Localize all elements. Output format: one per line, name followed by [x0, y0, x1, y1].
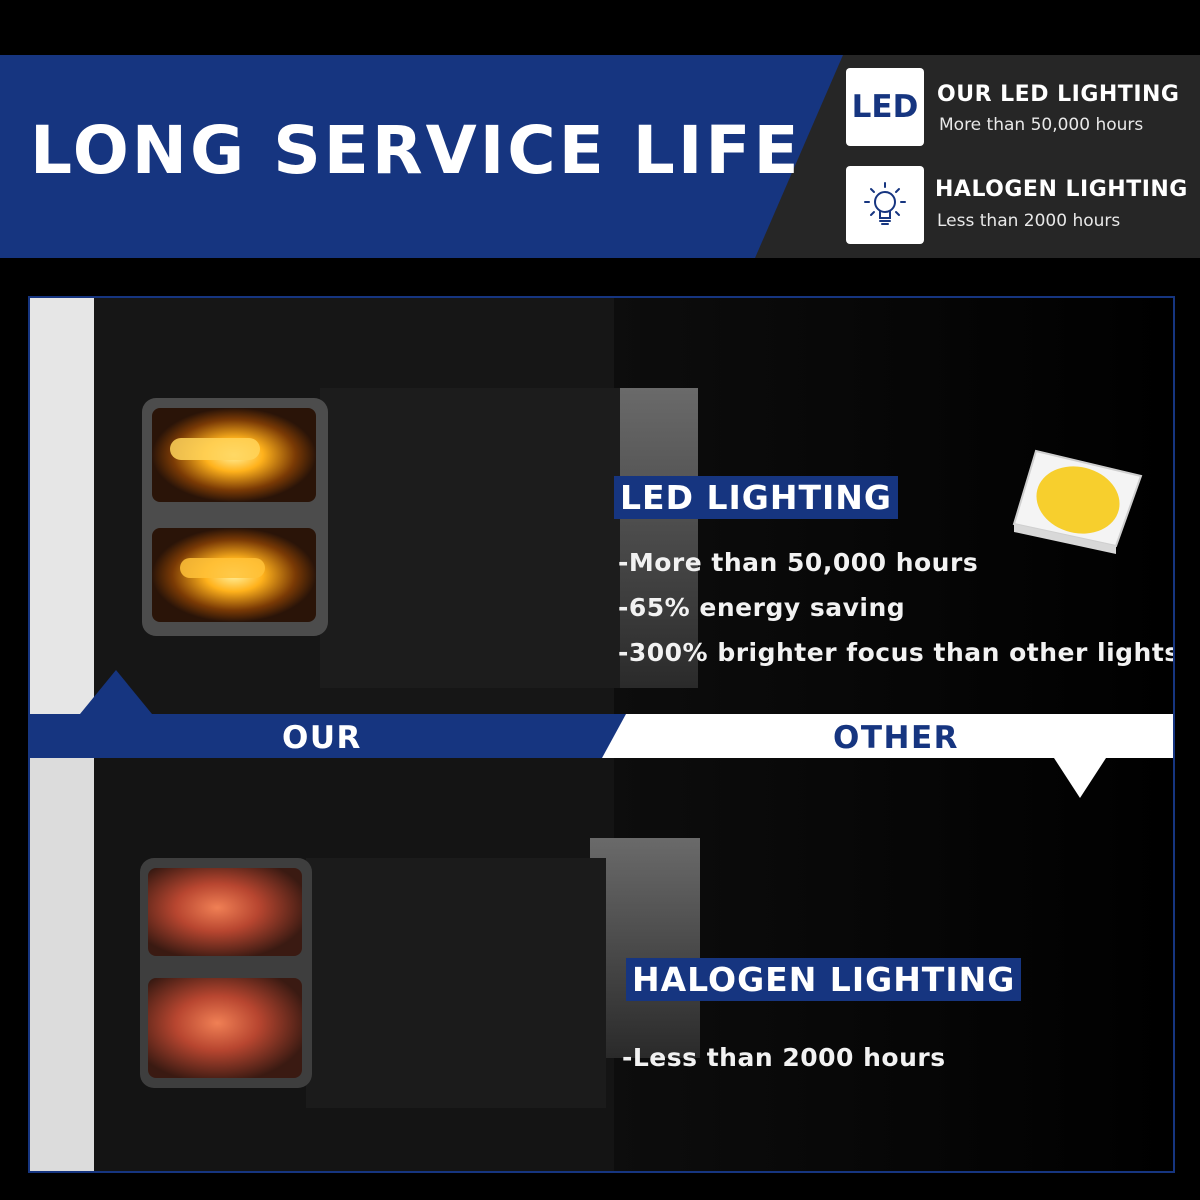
halogen-lighting-heading: HALOGEN LIGHTING [626, 958, 1022, 1001]
halogen-legend-subtitle: Less than 2000 hours [937, 211, 1121, 231]
our-point-1: -More than 50,000 hours [618, 548, 979, 577]
led-legend-title: OUR LED LIGHTING [937, 82, 1180, 107]
led-chip-icon: LED [846, 68, 924, 146]
our-point-2: -65% energy saving [618, 593, 906, 622]
comparison-panel: OUR OTHER LED LIGHTING -More than 50,000… [28, 296, 1175, 1173]
led-legend-subtitle: More than 50,000 hours [939, 115, 1144, 135]
other-point-1: -Less than 2000 hours [622, 1043, 946, 1072]
smd-led-chip-icon [1012, 449, 1143, 554]
other-label: OTHER [833, 720, 959, 756]
our-label: OUR [282, 720, 362, 756]
header-banner [0, 55, 1200, 258]
bulb-icon-glyph [864, 182, 906, 225]
led-icon-text: LED [851, 89, 919, 125]
bulb-icon [846, 166, 924, 244]
divider-band [30, 670, 1173, 798]
header-blue-band [0, 55, 843, 258]
halogen-legend-title: HALOGEN LIGHTING [935, 177, 1188, 202]
led-lighting-heading: LED LIGHTING [614, 476, 898, 519]
page-title: LONG SERVICE LIFE [30, 112, 802, 189]
our-point-3: -300% brighter focus than other lights [618, 638, 1175, 667]
